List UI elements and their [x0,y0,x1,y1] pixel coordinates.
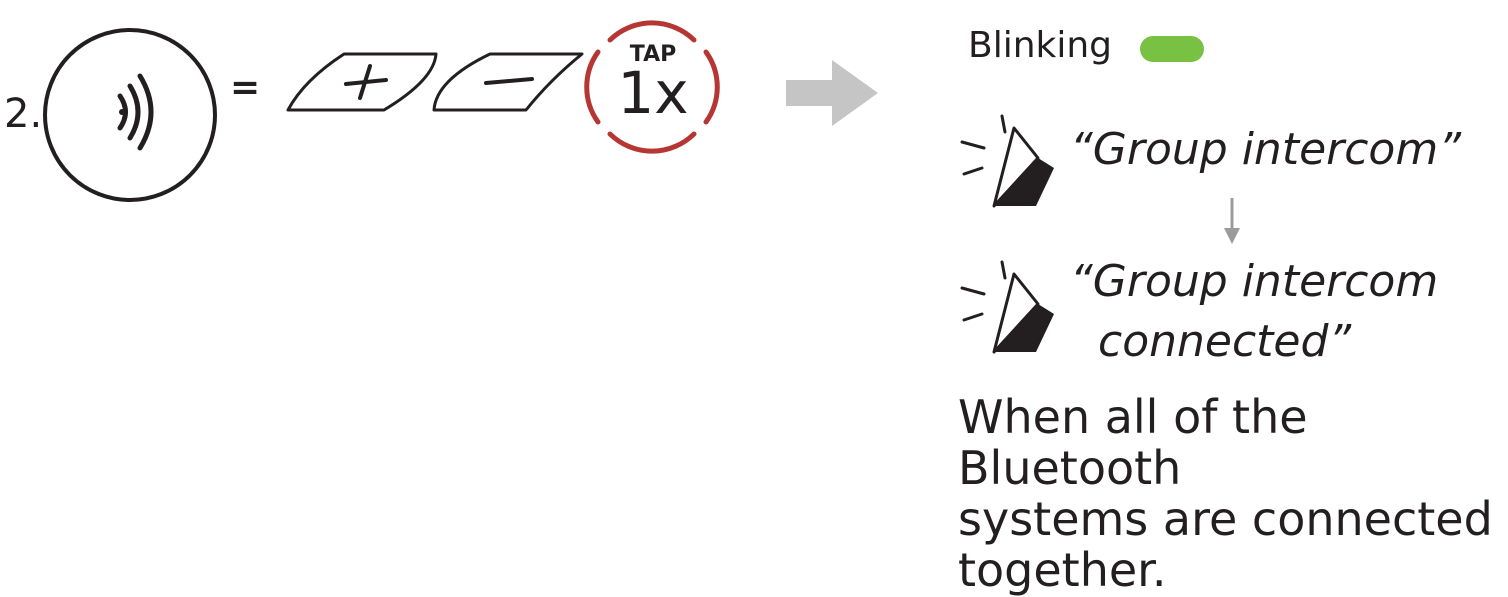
down-arrow-icon [1224,198,1240,244]
minus-key [432,52,584,112]
speaker-icon [960,114,1054,208]
intercom-button-icon [43,28,217,202]
result-arrow-icon [786,60,878,126]
voice-prompt-connected-line1: “Group intercom [1070,256,1439,307]
description-text: When all of the Bluetooth systems are co… [958,392,1508,596]
green-led-icon [1140,36,1204,62]
description-line: When all of the Bluetooth [958,390,1308,495]
step-number: 2. [4,91,43,137]
minus-icon [484,77,534,85]
tap-ring-icon [584,20,720,154]
tap-label: TAP [629,42,677,67]
tap-count: 1x [617,59,689,127]
description-line: systems are connected [958,492,1493,546]
plus-icon [344,64,388,100]
speaker-icon [960,260,1054,354]
led-status-label: Blinking [968,25,1113,66]
plus-key [286,52,438,112]
equals-sign: = [230,67,261,108]
description-line: together. [958,543,1167,597]
voice-prompt-group-intercom: “Group intercom” [1070,124,1461,175]
voice-prompt-connected-line2: connected” [1098,316,1352,367]
